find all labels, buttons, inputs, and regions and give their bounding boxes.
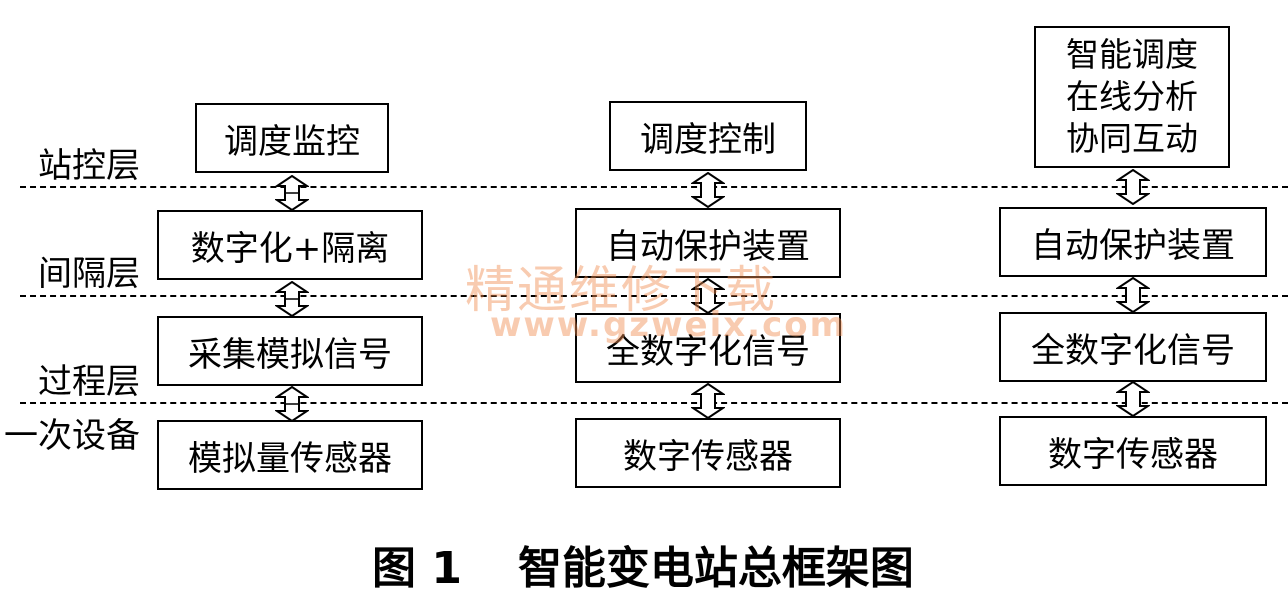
layer-label-primary: 一次设备 [4,416,140,456]
box-label: 数字传感器 [623,436,793,477]
box-col2-process: 全数字化信号 [575,313,841,383]
box-col3-sensor: 数字传感器 [999,416,1267,486]
box-col1-top: 调度监控 [195,103,389,173]
watermark-text: 精通维修下载 [465,261,777,319]
double-arrow-icon [275,386,309,422]
box-label: 调度控制 [640,119,776,160]
box-col2-bay: 自动保护装置 [575,208,841,278]
box-label: 自动保护装置 [1031,225,1235,266]
box-label: 全数字化信号 [1031,330,1235,371]
box-col2-sensor: 数字传感器 [575,418,841,488]
figure-title: 智能变电站总框架图 [517,543,914,594]
double-arrow-icon [275,175,309,211]
box-label: 自动保护装置 [606,226,810,267]
layer-label-bay: 间隔层 [38,254,140,294]
double-arrow-icon [1116,381,1150,417]
box-col1-sensor: 模拟量传感器 [157,420,423,490]
box-label: 全数字化信号 [606,331,810,372]
box-label-line: 在线分析 [1066,77,1198,116]
dashed-line-station [20,186,1288,188]
double-arrow-icon [275,281,309,317]
box-label: 调度监控 [224,121,360,162]
dashed-line-process [20,402,1288,404]
box-col1-bay: 数字化+隔离 [157,210,423,280]
box-col1-process: 采集模拟信号 [157,316,423,386]
double-arrow-icon [691,172,725,208]
box-col2-top: 调度控制 [609,101,807,171]
box-label: 模拟量传感器 [188,438,392,479]
double-arrow-icon [1116,277,1150,313]
watermark-url: www.gzweix.com [490,305,848,345]
layer-label-process: 过程层 [38,362,140,402]
box-label-line: 协同互动 [1066,119,1198,158]
box-col3-top: 智能调度 在线分析 协同互动 [1034,26,1230,168]
layer-label-station: 站控层 [38,146,140,186]
box-label: 采集模拟信号 [188,334,392,375]
dashed-line-bay [20,295,1288,297]
box-label-line: 智能调度 [1066,35,1198,74]
double-arrow-icon [1116,169,1150,205]
box-label: 数字化+隔离 [190,228,390,269]
box-col3-bay: 自动保护装置 [999,207,1267,277]
figure-number: 图 1 [372,543,462,594]
double-arrow-icon [691,278,725,314]
double-arrow-icon [691,383,725,419]
figure-caption: 图 1 智能变电站总框架图 [372,532,914,596]
box-label: 数字传感器 [1048,434,1218,475]
box-col3-process: 全数字化信号 [999,312,1267,382]
